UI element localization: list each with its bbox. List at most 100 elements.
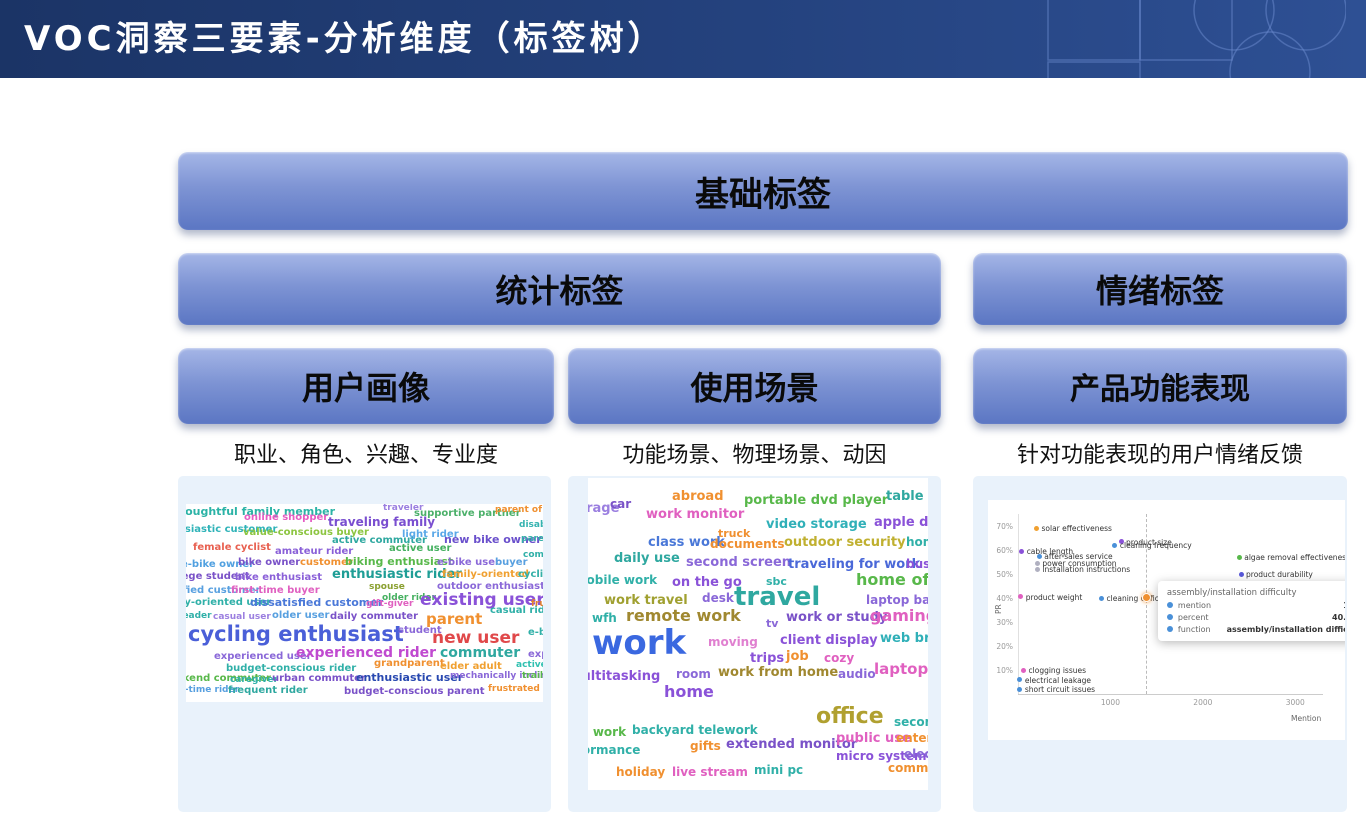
wordcloud-word: home bbox=[664, 682, 714, 701]
scatter-point bbox=[1017, 686, 1023, 692]
slide-title: VOC洞察三要素-分析维度（标签树） bbox=[24, 19, 666, 59]
node-statistical-labels-text: 统计标签 bbox=[495, 272, 624, 310]
wordcloud-word: value-conscious buyer bbox=[243, 527, 369, 538]
wordcloud-word: active user bbox=[389, 543, 452, 554]
wordcloud-word: casual rider bbox=[490, 605, 543, 616]
scatter-point-label: power consumption bbox=[1042, 559, 1117, 569]
wordcloud-word: entertainment bbox=[896, 731, 928, 745]
product-performance-description: 针对功能表现的用户情绪反馈 bbox=[1016, 443, 1303, 468]
wordcloud-word: family-oriented user bbox=[186, 597, 272, 608]
scatter-point-label: product size bbox=[1126, 537, 1172, 547]
wordcloud-word: caregiver bbox=[230, 675, 278, 685]
tooltip-marker-icon bbox=[1166, 602, 1173, 609]
wordcloud-word: traveler bbox=[383, 504, 424, 513]
scatter-point-label: after-sales service bbox=[1044, 552, 1113, 561]
wordcloud-word: budget-conscious parent bbox=[344, 686, 485, 697]
wordcloud-word: second bbox=[894, 715, 928, 729]
scatter-point-label: cleaning frequency bbox=[1119, 541, 1192, 551]
wordcloud-word: car bbox=[610, 497, 632, 511]
node-usage-scene-text: 使用场景 bbox=[690, 369, 819, 407]
wordcloud-word: mobile work bbox=[588, 573, 658, 587]
wordcloud-word: biking enthusiast bbox=[345, 555, 454, 568]
tooltip-row-value: assembly/installation difficulty bbox=[1226, 624, 1345, 634]
scatter-point bbox=[1036, 553, 1042, 559]
wordcloud-word: older user bbox=[272, 610, 330, 621]
scatter-point bbox=[1021, 667, 1027, 673]
node-basic-labels-text: 基础标签 bbox=[695, 174, 831, 215]
scatter-point-label: clogging issues bbox=[1028, 666, 1087, 675]
wordcloud-word: customer bbox=[300, 557, 353, 568]
wordcloud-word: casual user bbox=[213, 612, 271, 622]
wordcloud-word: portable dvd player bbox=[744, 493, 889, 508]
y-tick-label: 50% bbox=[996, 570, 1013, 579]
scatter-point bbox=[1019, 548, 1025, 554]
wordcloud-word: electronics bbox=[904, 747, 928, 761]
wordcloud-word: cozy bbox=[824, 651, 855, 665]
scatter-point-label: electrical leakage bbox=[1024, 675, 1092, 685]
wordcloud-word: commuter setup bbox=[888, 761, 928, 775]
node-basic-labels: 基础标签 bbox=[178, 152, 1348, 230]
wordcloud-word: experienced user bbox=[214, 651, 312, 662]
wordcloud-word: job bbox=[786, 649, 809, 664]
scatter-point bbox=[1118, 539, 1124, 545]
wordcloud-word: disabled user bbox=[519, 520, 543, 530]
wordcloud-word: trips bbox=[750, 651, 785, 666]
tooltip-marker-icon bbox=[1166, 626, 1173, 633]
wordcloud-word: daily commuter bbox=[330, 611, 419, 622]
wordcloud-word: audio bbox=[838, 667, 876, 681]
wordcloud-word: micro system bbox=[836, 749, 927, 763]
x-tick-label: 3000 bbox=[1285, 698, 1305, 707]
scatter-point bbox=[1033, 525, 1039, 531]
usage-scene-description: 功能场景、物理场景、动因 bbox=[622, 443, 887, 468]
scatter-point-label: short circuit issues bbox=[1024, 685, 1096, 695]
wordcloud-word: web browsing bbox=[880, 631, 928, 646]
scatter-point-label: product durability bbox=[1246, 570, 1313, 579]
wordcloud-word: enthusiastic customer bbox=[186, 524, 278, 535]
wordcloud-word: extended monitor bbox=[726, 737, 858, 752]
wordcloud-word: home bbox=[906, 535, 928, 549]
wordcloud-word: experienced rider bbox=[296, 645, 437, 661]
wordcloud-word: tv bbox=[766, 617, 779, 630]
wordcloud-word: frustrated bbox=[531, 599, 543, 609]
scatter-point-label: installation instructions bbox=[1042, 565, 1131, 575]
wordcloud-word: on the go bbox=[672, 575, 742, 590]
wordcloud-word: work from home bbox=[718, 665, 839, 680]
wordcloud-word: college student bbox=[186, 571, 250, 582]
node-product-performance: 产品功能表现 bbox=[973, 348, 1347, 424]
wordcloud-word: first-time buyer bbox=[231, 585, 320, 596]
user-profile-description: 职业、角色、兴趣、专业度 bbox=[233, 443, 498, 468]
wordcloud-word: moving bbox=[708, 635, 758, 649]
wordcloud-word: parent or bbox=[521, 534, 543, 544]
wordcloud-word: traveling for work bbox=[788, 557, 921, 572]
scatter-point bbox=[1112, 542, 1118, 548]
wordcloud-word: table bbox=[886, 489, 924, 504]
wordcloud-word: outdoor security bbox=[784, 535, 906, 550]
tooltip-row: percent 40.59% bbox=[1166, 612, 1345, 622]
wordcloud-word: reader bbox=[186, 611, 212, 621]
scatter-point bbox=[1034, 560, 1040, 566]
wordcloud-word: e-bike owner bbox=[186, 559, 255, 570]
wordcloud-word: urban commuter bbox=[272, 673, 366, 684]
scatter-point-label: cable length bbox=[1026, 547, 1074, 557]
node-emotion-labels-text: 情绪标签 bbox=[1095, 272, 1224, 310]
tooltip-marker-icon bbox=[1166, 614, 1173, 621]
wordcloud-word: commuter bbox=[440, 645, 521, 661]
scatter-point-label: product weight bbox=[1025, 592, 1083, 602]
wordcloud-word: enthusiastic user bbox=[356, 671, 464, 684]
wordcloud-word: family-oriented bbox=[442, 569, 529, 580]
wordcloud-word: cycling enthusiast bbox=[188, 622, 404, 646]
wordcloud-word: multitasking bbox=[588, 669, 661, 684]
scatter-point bbox=[1034, 566, 1040, 572]
wordcloud-word: buyer bbox=[495, 557, 528, 568]
scatter-point bbox=[1238, 571, 1244, 577]
wordcloud-word: sbc bbox=[766, 575, 787, 588]
scatter-point bbox=[1017, 677, 1023, 683]
x-axis-line bbox=[1018, 694, 1323, 695]
wordcloud-word: e-bike user bbox=[437, 557, 500, 568]
tooltip-row-label: mention bbox=[1177, 600, 1212, 610]
wordcloud-word: class work bbox=[648, 535, 725, 550]
scatter-point-label: cleaning difficulty bbox=[1106, 594, 1174, 603]
tooltip-row-label: percent bbox=[1177, 612, 1209, 622]
performance-scatter-chart: assembly/installation difficulty mention… bbox=[988, 500, 1345, 740]
